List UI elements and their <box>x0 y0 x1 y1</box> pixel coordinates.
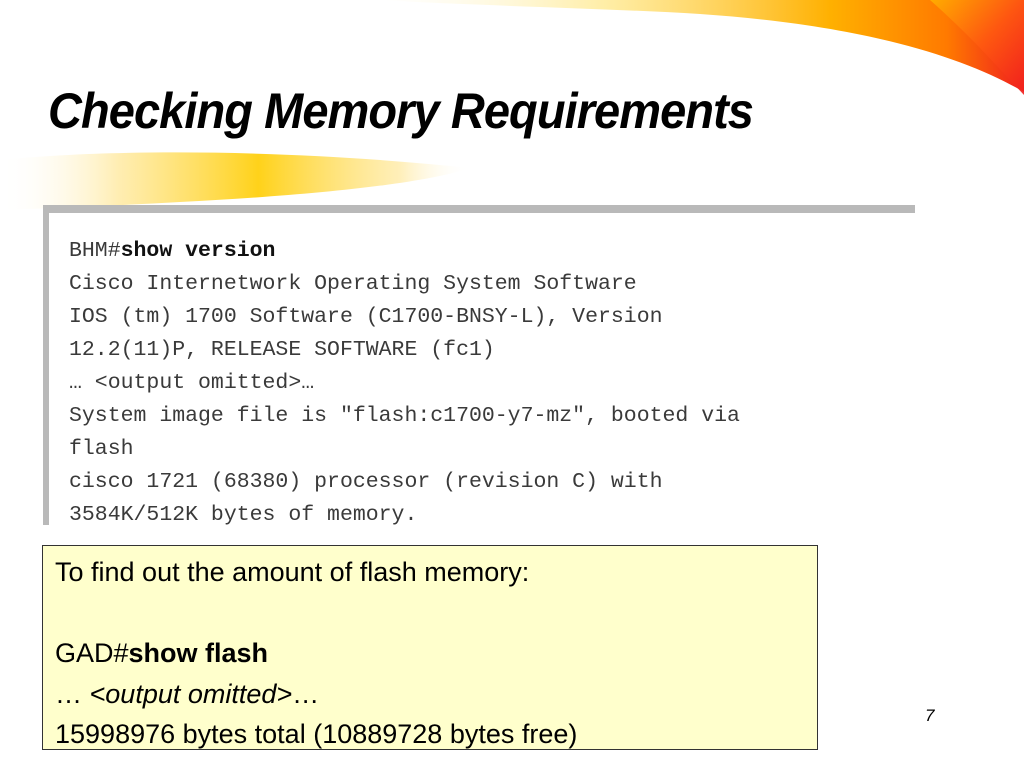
slide-title: Checking Memory Requirements <box>48 83 754 139</box>
note-command: show flash <box>128 638 269 668</box>
terminal-line: 12.2(11)P, RELEASE SOFTWARE (fc1) <box>69 338 495 362</box>
terminal-line: Cisco Internetwork Operating System Soft… <box>69 272 637 296</box>
terminal-line: 3584K/512K bytes of memory. <box>69 503 418 525</box>
top-swoosh-edge <box>930 0 1024 95</box>
note-command-line: GAD#show flash <box>55 633 577 674</box>
terminal-line: System image file is "flash:c1700-y7-mz"… <box>69 404 740 428</box>
terminal-prompt: BHM# <box>69 239 121 263</box>
note-prompt: GAD# <box>55 638 129 668</box>
terminal-line: … <output omitted>… <box>69 371 315 395</box>
note-result: 15998976 bytes total (10889728 bytes fre… <box>55 719 578 749</box>
note-ellipsis-before: … <box>55 678 90 709</box>
terminal-line: IOS (tm) 1700 Software (C1700-BNSY-L), V… <box>69 305 663 329</box>
page-number: 7 <box>925 706 935 725</box>
terminal-line: cisco 1721 (68380) processor (revision C… <box>69 470 663 494</box>
flash-memory-note-box: To find out the amount of flash memory: … <box>42 545 818 750</box>
terminal-command: show version <box>120 239 276 263</box>
title-underline-swoosh <box>0 152 470 210</box>
terminal-line: flash <box>69 437 134 461</box>
note-spacer <box>55 593 577 634</box>
note-ellipsis-after: … <box>292 678 320 709</box>
terminal-command-line: BHM#show version <box>69 235 740 268</box>
note-omitted-line: … <output omitted>… <box>55 674 577 715</box>
note-intro: To find out the amount of flash memory: <box>55 557 530 587</box>
terminal-output-screenshot: BHM#show version Cisco Internetwork Oper… <box>43 205 915 525</box>
note-omitted: <output omitted> <box>89 678 293 709</box>
top-swoosh-band <box>380 0 1024 92</box>
